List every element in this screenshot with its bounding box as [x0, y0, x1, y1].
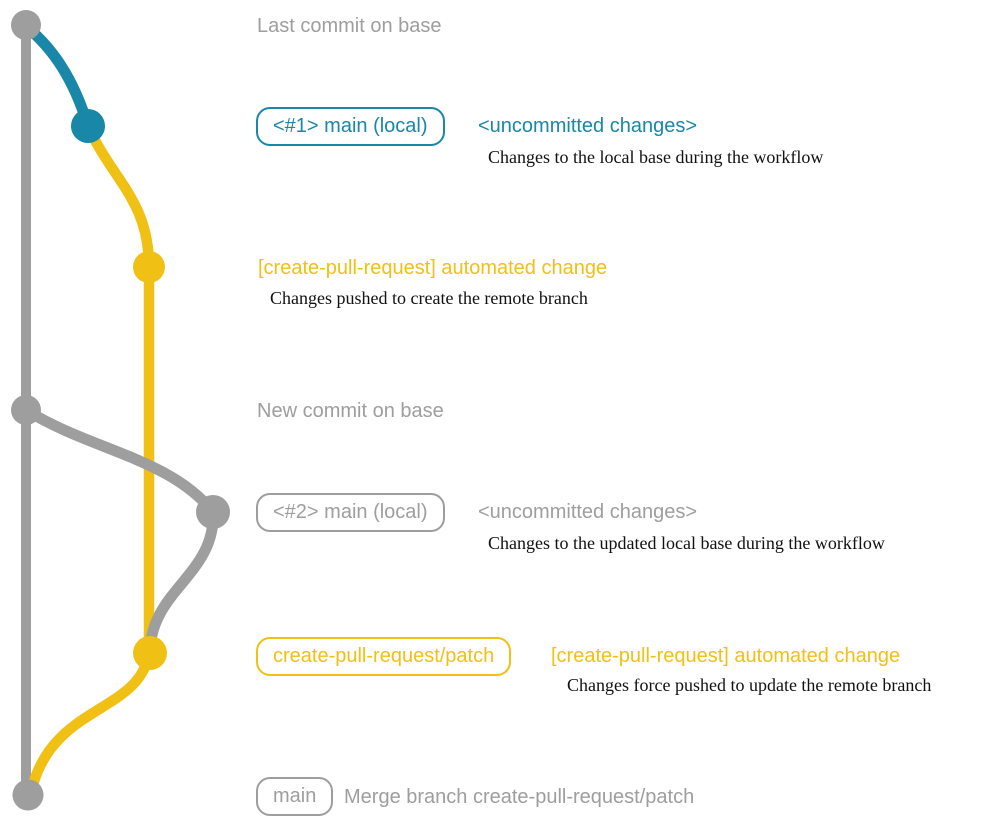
caption-local-base-changes-2: Changes to the updated local base during… [488, 533, 885, 553]
cpr-branch-line [82, 120, 155, 659]
commit-dot-merge [12, 779, 44, 811]
caption-pushed-to-create: Changes pushed to create the remote bran… [270, 288, 588, 308]
caption-force-pushed-to-update: Changes force pushed to update the remot… [567, 675, 932, 695]
label-automated-change-1: [create-pull-request] automated change [258, 257, 608, 279]
label-merge-branch: Merge branch create-pull-request/patch [344, 786, 695, 808]
local-main-1-branch-line [21, 21, 94, 132]
commit-dot-cpr-2 [133, 636, 167, 670]
label-new-commit-on-base: New commit on base [257, 400, 444, 422]
local-main-2-rebase-line [144, 506, 219, 659]
branch-badge-main: main [256, 777, 334, 816]
label-last-commit-on-base: Last commit on base [257, 15, 442, 37]
commit-dot-new-base [11, 395, 41, 425]
label-uncommitted-changes-1: <uncommitted changes> [478, 115, 698, 137]
label-uncommitted-changes-2: <uncommitted changes> [478, 501, 698, 523]
commit-dot-cpr-1 [133, 251, 165, 283]
branch-badge-cpr-patch: create-pull-request/patch [256, 637, 512, 676]
cpr-merge-line [27, 647, 155, 791]
local-main-2-branch-line [20, 404, 219, 518]
commit-dot-local-main-2 [196, 495, 230, 529]
branch-badge-main-local-2: <#2> main (local) [256, 493, 445, 532]
label-automated-change-2: [create-pull-request] automated change [551, 645, 901, 667]
commit-dot-local-main-1 [71, 109, 105, 143]
branch-badge-main-local-1: <#1> main (local) [256, 107, 445, 146]
caption-local-base-changes-1: Changes to the local base during the wor… [488, 147, 824, 167]
commit-dot-last-base [11, 10, 41, 40]
